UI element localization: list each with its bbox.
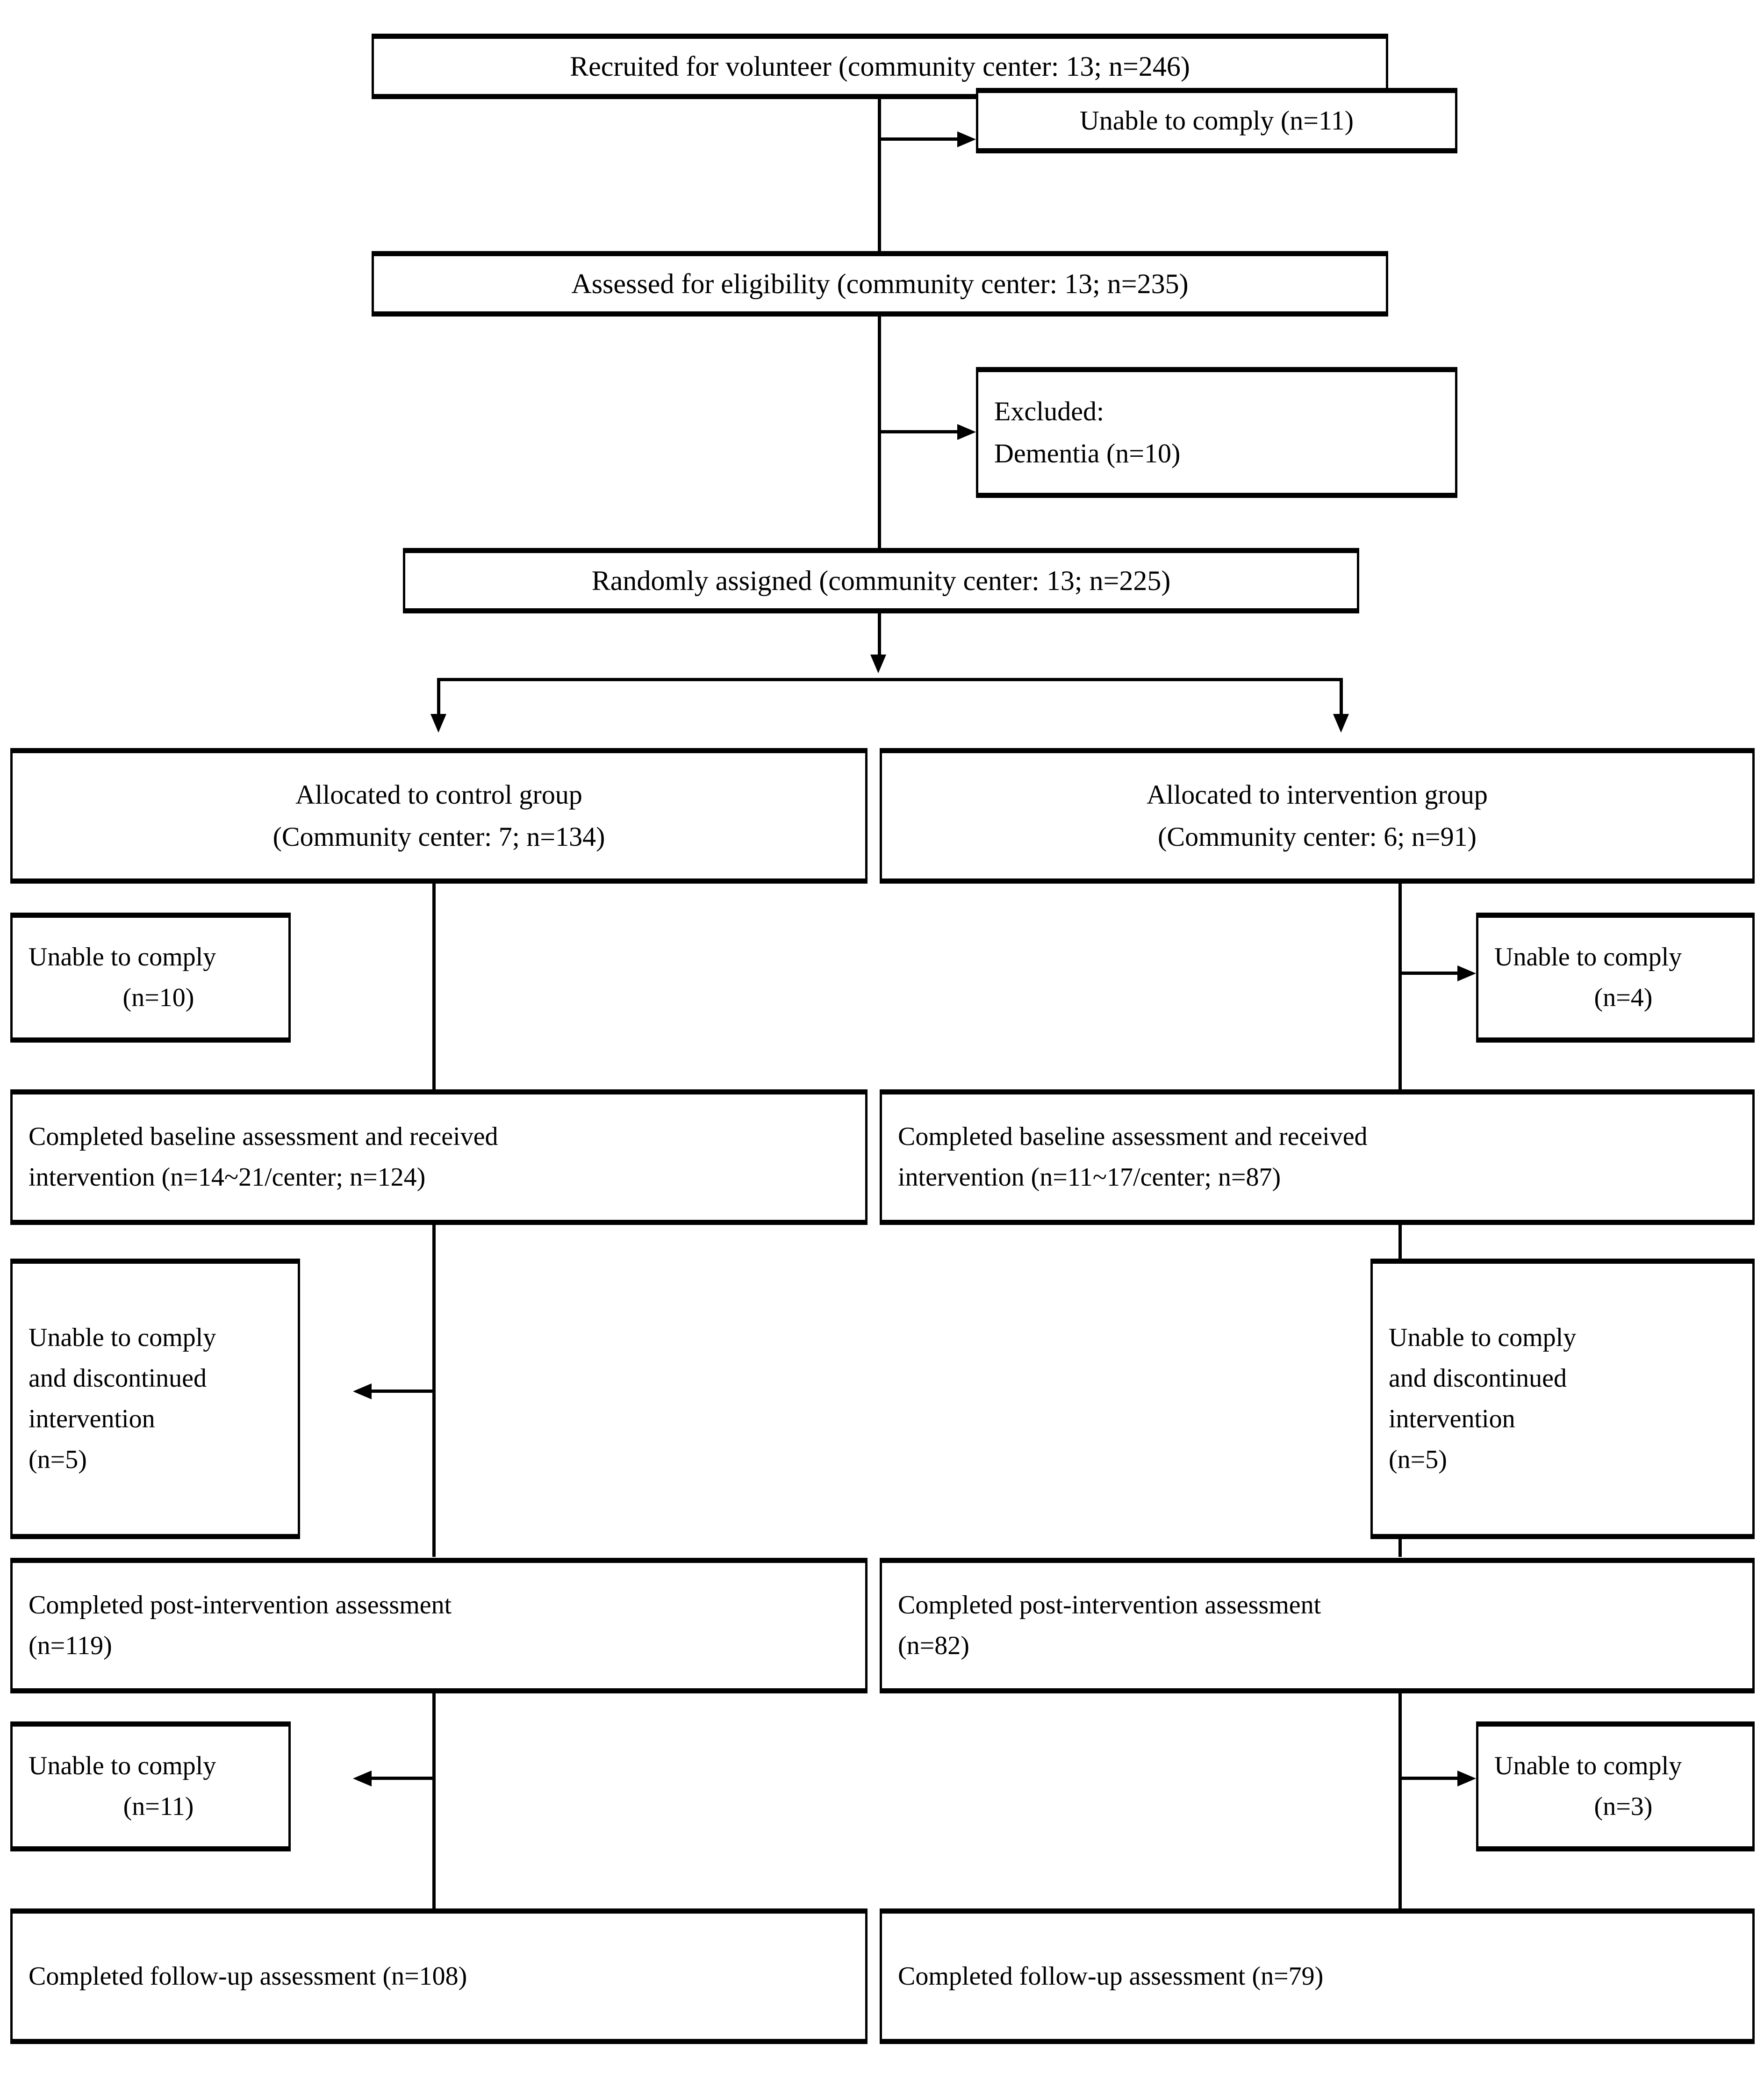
node-assessed: Assessed for eligibility (community cent… <box>372 251 1388 317</box>
node-baseline-control-line1: Completed baseline assessment and receiv… <box>29 1122 498 1152</box>
node-unable-intervention-allocation-line1: Unable to comply <box>1494 943 1682 972</box>
node-randomized: Randomly assigned (community center: 13;… <box>403 548 1359 613</box>
node-discontinued-control-line2: and discontinued <box>29 1364 207 1393</box>
arrowhead-intervention-to-unable-1 <box>1457 965 1476 981</box>
connector-control-spine-1 <box>432 884 436 1089</box>
connector-assessed-to-excluded <box>878 430 960 433</box>
node-discontinued-control-line1: Unable to comply <box>29 1323 216 1353</box>
node-baseline-intervention-line1: Completed baseline assessment and receiv… <box>898 1122 1368 1152</box>
node-followup-intervention: Completed follow-up assessment (n=79) <box>880 1908 1755 2044</box>
arrowhead-intervention-to-unable-2 <box>1457 1771 1476 1786</box>
connector-split-bar <box>437 678 1343 681</box>
node-allocated-intervention: Allocated to intervention group (Communi… <box>880 748 1755 884</box>
node-allocated-intervention-line2: (Community center: 6; n=91) <box>1158 821 1477 852</box>
connector-intervention-spine-3 <box>1398 1693 1402 1908</box>
node-discontinued-intervention-line3: intervention <box>1389 1404 1515 1433</box>
node-allocated-control-line2: (Community center: 7; n=134) <box>272 821 605 852</box>
node-discontinued-control: Unable to comply and discontinued interv… <box>10 1259 300 1539</box>
arrowhead-control-to-unable-2 <box>353 1771 372 1786</box>
node-excluded-line1: Excluded: <box>994 396 1104 427</box>
node-discontinued-intervention: Unable to comply and discontinued interv… <box>1370 1259 1755 1539</box>
arrowhead-recruited-to-unable <box>957 131 976 147</box>
node-post-intervention-line1: Completed post-intervention assessment <box>898 1591 1321 1620</box>
node-discontinued-intervention-line4: (n=5) <box>1389 1445 1447 1474</box>
node-unable-control-followup: Unable to comply (n=11) <box>10 1721 291 1851</box>
connector-intervention-to-unable-2 <box>1398 1777 1459 1780</box>
node-followup-control-line1: Completed follow-up assessment (n=108) <box>29 1961 467 1991</box>
node-post-intervention: Completed post-intervention assessment (… <box>880 1558 1755 1693</box>
node-post-control-line2: (n=119) <box>29 1631 112 1660</box>
arrowhead-control-to-discontinued <box>353 1383 372 1399</box>
node-unable-control-allocation: Unable to comply (n=10) <box>10 913 291 1043</box>
node-unable-control-allocation-line1: Unable to comply <box>29 943 216 972</box>
node-unable-control-followup-line1: Unable to comply <box>29 1751 216 1781</box>
node-baseline-intervention-line2: intervention (n=11~17/center; n=87) <box>898 1163 1281 1192</box>
connector-control-to-unable-2 <box>372 1777 435 1780</box>
node-randomized-line1: Randomly assigned (community center: 13;… <box>591 565 1171 596</box>
node-allocated-intervention-line1: Allocated to intervention group <box>1147 779 1488 810</box>
node-unable-recruitment-line1: Unable to comply (n=11) <box>1079 105 1354 136</box>
node-post-control: Completed post-intervention assessment (… <box>10 1558 868 1693</box>
connector-control-to-discontinued <box>372 1390 435 1393</box>
node-discontinued-intervention-line2: and discontinued <box>1389 1364 1567 1393</box>
node-assessed-line1: Assessed for eligibility (community cent… <box>571 268 1189 299</box>
node-allocated-control-line1: Allocated to control group <box>295 779 582 810</box>
node-recruited: Recruited for volunteer (community cente… <box>372 34 1388 99</box>
node-discontinued-control-line3: intervention <box>29 1404 155 1433</box>
node-followup-control: Completed follow-up assessment (n=108) <box>10 1908 868 2044</box>
node-discontinued-control-line4: (n=5) <box>29 1445 87 1474</box>
node-baseline-control: Completed baseline assessment and receiv… <box>10 1089 868 1225</box>
node-unable-intervention-followup-line1: Unable to comply <box>1494 1751 1682 1781</box>
node-post-intervention-line2: (n=82) <box>898 1631 969 1660</box>
arrowhead-split-left <box>430 714 446 733</box>
arrowhead-split-right <box>1333 714 1349 733</box>
node-baseline-intervention: Completed baseline assessment and receiv… <box>880 1089 1755 1225</box>
connector-intervention-to-unable-1 <box>1398 972 1459 975</box>
node-followup-intervention-line1: Completed follow-up assessment (n=79) <box>898 1961 1324 1991</box>
node-unable-recruitment: Unable to comply (n=11) <box>976 88 1457 153</box>
node-unable-intervention-followup-line2: (n=3) <box>1594 1792 1653 1821</box>
node-allocated-control: Allocated to control group (Community ce… <box>10 748 868 884</box>
node-excluded-line2: Dementia (n=10) <box>994 438 1181 468</box>
connector-control-spine-3 <box>432 1693 436 1908</box>
node-unable-intervention-allocation-line2: (n=4) <box>1594 983 1653 1012</box>
node-unable-control-followup-line2: (n=11) <box>123 1792 194 1821</box>
connector-recruited-to-assessed <box>878 99 881 274</box>
connector-recruited-to-unable <box>878 137 960 141</box>
node-recruited-line1: Recruited for volunteer (community cente… <box>570 50 1190 82</box>
node-unable-intervention-followup: Unable to comply (n=3) <box>1476 1721 1755 1851</box>
node-unable-intervention-allocation: Unable to comply (n=4) <box>1476 913 1755 1043</box>
connector-randomized-stem <box>878 613 881 660</box>
arrowhead-randomized-stem <box>870 655 886 673</box>
node-post-control-line1: Completed post-intervention assessment <box>29 1591 452 1620</box>
connector-split-right <box>1340 678 1343 725</box>
connector-split-left <box>437 678 440 725</box>
arrowhead-assessed-to-excluded <box>957 424 976 440</box>
node-unable-control-allocation-line2: (n=10) <box>122 983 194 1012</box>
node-discontinued-intervention-line1: Unable to comply <box>1389 1323 1577 1353</box>
node-baseline-control-line2: intervention (n=14~21/center; n=124) <box>29 1163 426 1192</box>
node-excluded: Excluded: Dementia (n=10) <box>976 367 1457 498</box>
connector-intervention-spine-1 <box>1398 884 1402 1089</box>
